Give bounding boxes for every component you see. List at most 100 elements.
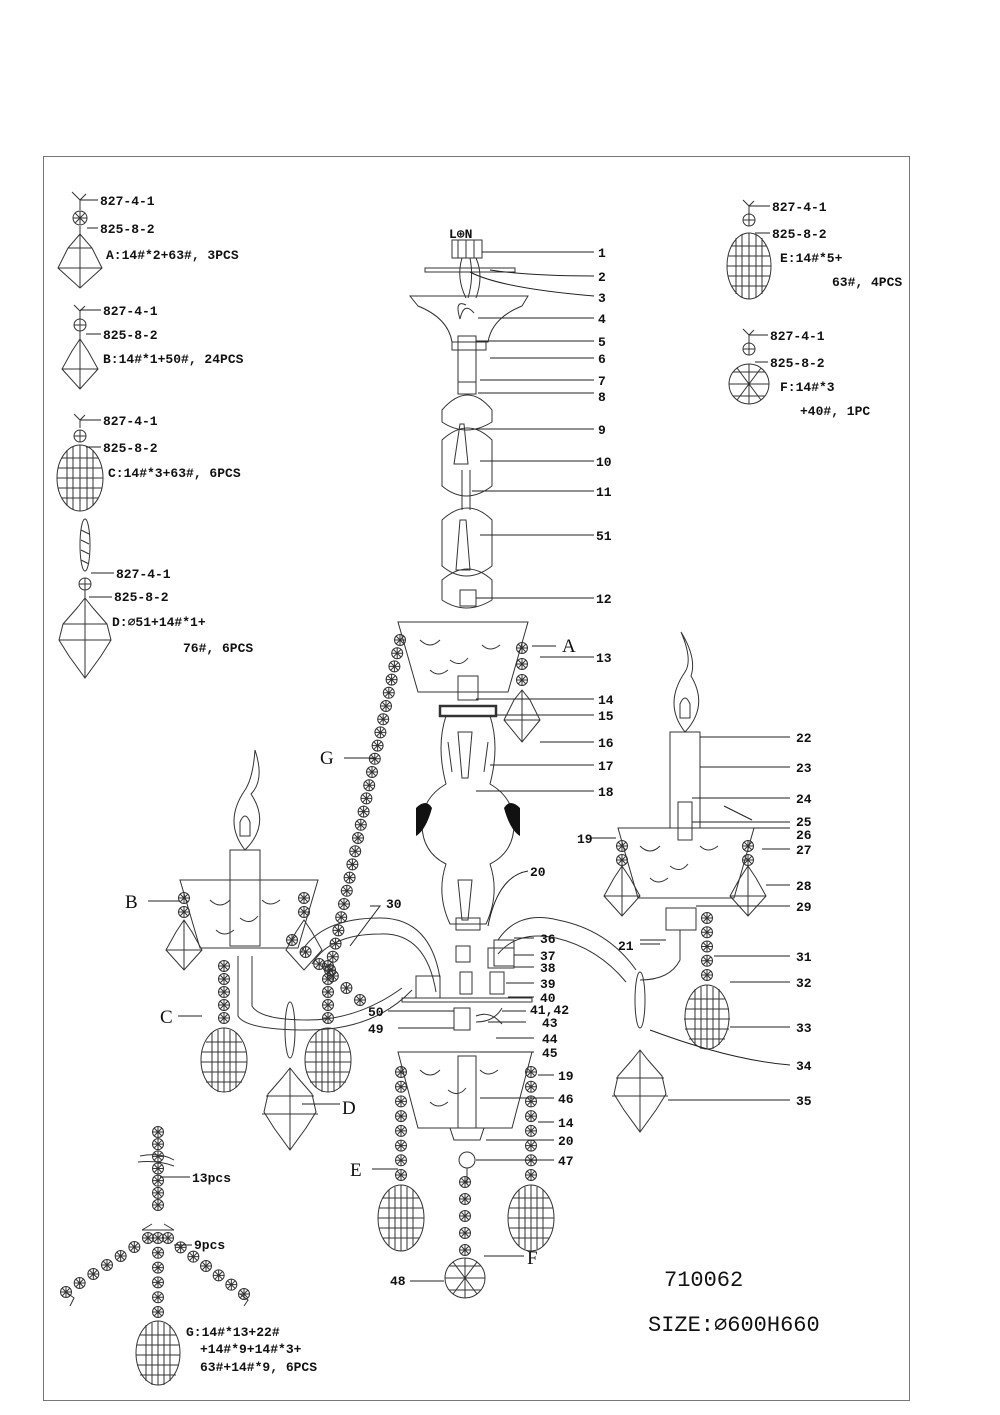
- part-16: 16: [598, 736, 614, 751]
- part-9: 9: [598, 423, 606, 438]
- legend-a-spec: A:14#*2+63#, 3PCS: [106, 248, 239, 263]
- part-23: 23: [796, 761, 812, 776]
- part-12: 12: [596, 592, 612, 607]
- part-15: 15: [598, 709, 614, 724]
- part-43: 43: [542, 1016, 558, 1031]
- legend-d-code-1: 827-4-1: [116, 567, 171, 582]
- part-20b: 20: [558, 1134, 574, 1149]
- part-28: 28: [796, 879, 812, 894]
- part-7: 7: [598, 374, 606, 389]
- legend-a-pendant-drawing: [57, 191, 103, 289]
- legend-c-code-1: 827-4-1: [103, 414, 158, 429]
- legend-e-spec-1: E:14#*5+: [780, 251, 843, 266]
- legend-b-pendant-drawing: [61, 304, 99, 390]
- leader-lines: [148, 251, 791, 1282]
- legend-c-spec: C:14#*3+63#, 6PCS: [108, 466, 241, 481]
- part-49: 49: [368, 1022, 384, 1037]
- legend-b-code-2: 825-8-2: [103, 328, 158, 343]
- part-45: 45: [542, 1046, 558, 1061]
- legend-f-pendant-drawing: [728, 328, 770, 405]
- part-5: 5: [598, 335, 606, 350]
- legend-d-spec-1: D:⌀51+14#*1+: [112, 615, 206, 630]
- part-41-42: 41,42: [530, 1003, 569, 1018]
- legend-e-pendant-drawing: [726, 199, 772, 300]
- callout-g: G: [320, 748, 334, 769]
- garland-spec-2: +14#*9+14#*3+: [200, 1342, 302, 1357]
- part-32: 32: [796, 976, 812, 991]
- part-24: 24: [796, 792, 812, 807]
- legend-a-code-2: 825-8-2: [100, 222, 155, 237]
- part-33: 33: [796, 1021, 812, 1036]
- terminal-label: L⊕N: [449, 227, 472, 242]
- part-17: 17: [598, 759, 614, 774]
- part-39: 39: [540, 977, 556, 992]
- callout-d: D: [342, 1098, 356, 1119]
- legend-e-code-1: 827-4-1: [772, 200, 827, 215]
- garland-count-9: 9pcs: [194, 1238, 225, 1253]
- part-38: 38: [540, 961, 556, 976]
- part-14b: 14: [558, 1116, 574, 1131]
- fixture-drawing: [179, 239, 755, 1184]
- part-30: 30: [386, 897, 402, 912]
- garland-spec-1: G:14#*13+22#: [186, 1325, 280, 1340]
- part-25: 25: [796, 815, 812, 830]
- legend-e-code-2: 825-8-2: [772, 227, 827, 242]
- part-27: 27: [796, 843, 812, 858]
- legend-a-code-1: 827-4-1: [100, 194, 155, 209]
- part-26: 26: [796, 828, 812, 843]
- callout-e: E: [350, 1160, 362, 1181]
- part-46: 46: [558, 1092, 574, 1107]
- part-37: 37: [540, 949, 556, 964]
- part-3: 3: [598, 291, 606, 306]
- part-1: 1: [598, 246, 606, 261]
- part-36: 36: [540, 932, 556, 947]
- legend-f-code-2: 825-8-2: [770, 356, 825, 371]
- part-4: 4: [598, 312, 606, 327]
- part-47: 47: [558, 1154, 574, 1169]
- part-13: 13: [596, 651, 612, 666]
- drawing-frame: [43, 156, 910, 1401]
- legend-c-code-2: 825-8-2: [103, 441, 158, 456]
- part-10: 10: [596, 455, 612, 470]
- legend-f-spec-2: +40#, 1PC: [800, 404, 870, 419]
- legend-b-code-1: 827-4-1: [103, 304, 158, 319]
- legend-d-pendant-drawing: [58, 518, 112, 679]
- legend-f-code-1: 827-4-1: [770, 329, 825, 344]
- garland-spec-3: 63#+14#*9, 6PCS: [200, 1360, 317, 1375]
- part-35: 35: [796, 1094, 812, 1109]
- part-11: 11: [596, 485, 612, 500]
- part-31: 31: [796, 950, 812, 965]
- part-50: 50: [368, 1005, 384, 1020]
- part-19b: 19: [558, 1069, 574, 1084]
- legend-e-spec-2: 63#, 4PCS: [832, 275, 902, 290]
- part-51: 51: [596, 529, 612, 544]
- legend-d-spec-2: 76#, 6PCS: [183, 641, 253, 656]
- part-40: 40: [540, 991, 556, 1006]
- part-20: 20: [530, 865, 546, 880]
- callout-b: B: [125, 892, 138, 913]
- part-48: 48: [390, 1274, 406, 1289]
- fixture-pendants: [65, 689, 767, 1386]
- size-label: SIZE:⌀600H660: [648, 1313, 820, 1338]
- legend-b-spec: B:14#*1+50#, 24PCS: [103, 352, 244, 367]
- legend-d-code-2: 825-8-2: [114, 590, 169, 605]
- part-18: 18: [598, 785, 614, 800]
- part-2: 2: [598, 270, 606, 285]
- part-44: 44: [542, 1032, 558, 1047]
- part-22: 22: [796, 731, 812, 746]
- part-34: 34: [796, 1059, 812, 1074]
- part-29: 29: [796, 900, 812, 915]
- callout-c: C: [160, 1007, 173, 1028]
- legend-f-spec-1: F:14#*3: [780, 380, 835, 395]
- part-8: 8: [598, 390, 606, 405]
- part-19: 19: [577, 832, 593, 847]
- legend-c-pendant-drawing: [56, 413, 104, 512]
- part-6: 6: [598, 352, 606, 367]
- callout-a: A: [562, 636, 576, 657]
- part-14: 14: [598, 693, 614, 708]
- model-number: 710062: [664, 1268, 743, 1293]
- callout-f: F: [527, 1248, 538, 1269]
- crystal-beads: [60, 217, 754, 1318]
- garland-count-13: 13pcs: [192, 1171, 231, 1186]
